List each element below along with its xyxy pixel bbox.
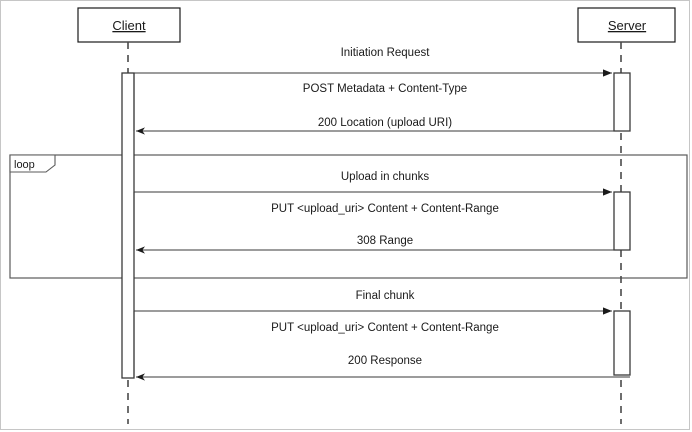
server-activation-bar-final <box>613 310 631 376</box>
final-response-label: 200 Response <box>348 355 422 367</box>
message-group-initiation: Initiation Request POST Metadata + Conte… <box>133 47 631 135</box>
loop-fragment-box <box>9 154 688 279</box>
participant-client[interactable]: Client <box>77 7 181 424</box>
message-group-final-chunk: Final chunk PUT <upload_uri> Content + C… <box>133 290 631 381</box>
server-header-box <box>577 7 676 43</box>
chunk-response-label: 308 Range <box>357 235 413 247</box>
chunk-request-label: PUT <upload_uri> Content + Content-Range <box>271 203 499 215</box>
final-request-label: PUT <upload_uri> Content + Content-Range <box>271 322 499 334</box>
client-header-box <box>77 7 181 43</box>
loop-fragment-tab <box>9 154 56 173</box>
server-activation-bar-initiation <box>613 72 631 132</box>
loop-fragment-label: loop <box>14 159 35 171</box>
server-activation-bar-chunk <box>613 191 631 251</box>
initiation-response-label: 200 Location (upload URI) <box>318 117 452 129</box>
client-activation-bar <box>121 72 135 379</box>
chunk-loop-caption: Upload in chunks <box>341 171 429 183</box>
initiation-request-label: POST Metadata + Content-Type <box>303 83 467 95</box>
initiation-caption: Initiation Request <box>341 47 431 59</box>
loop-fragment[interactable]: loop <box>9 154 688 279</box>
client-label: Client <box>112 18 146 33</box>
participant-server[interactable]: Server <box>577 7 676 424</box>
final-chunk-caption: Final chunk <box>356 290 415 302</box>
message-group-chunk-loop: Upload in chunks PUT <upload_uri> Conten… <box>133 171 631 254</box>
server-label: Server <box>608 18 647 33</box>
